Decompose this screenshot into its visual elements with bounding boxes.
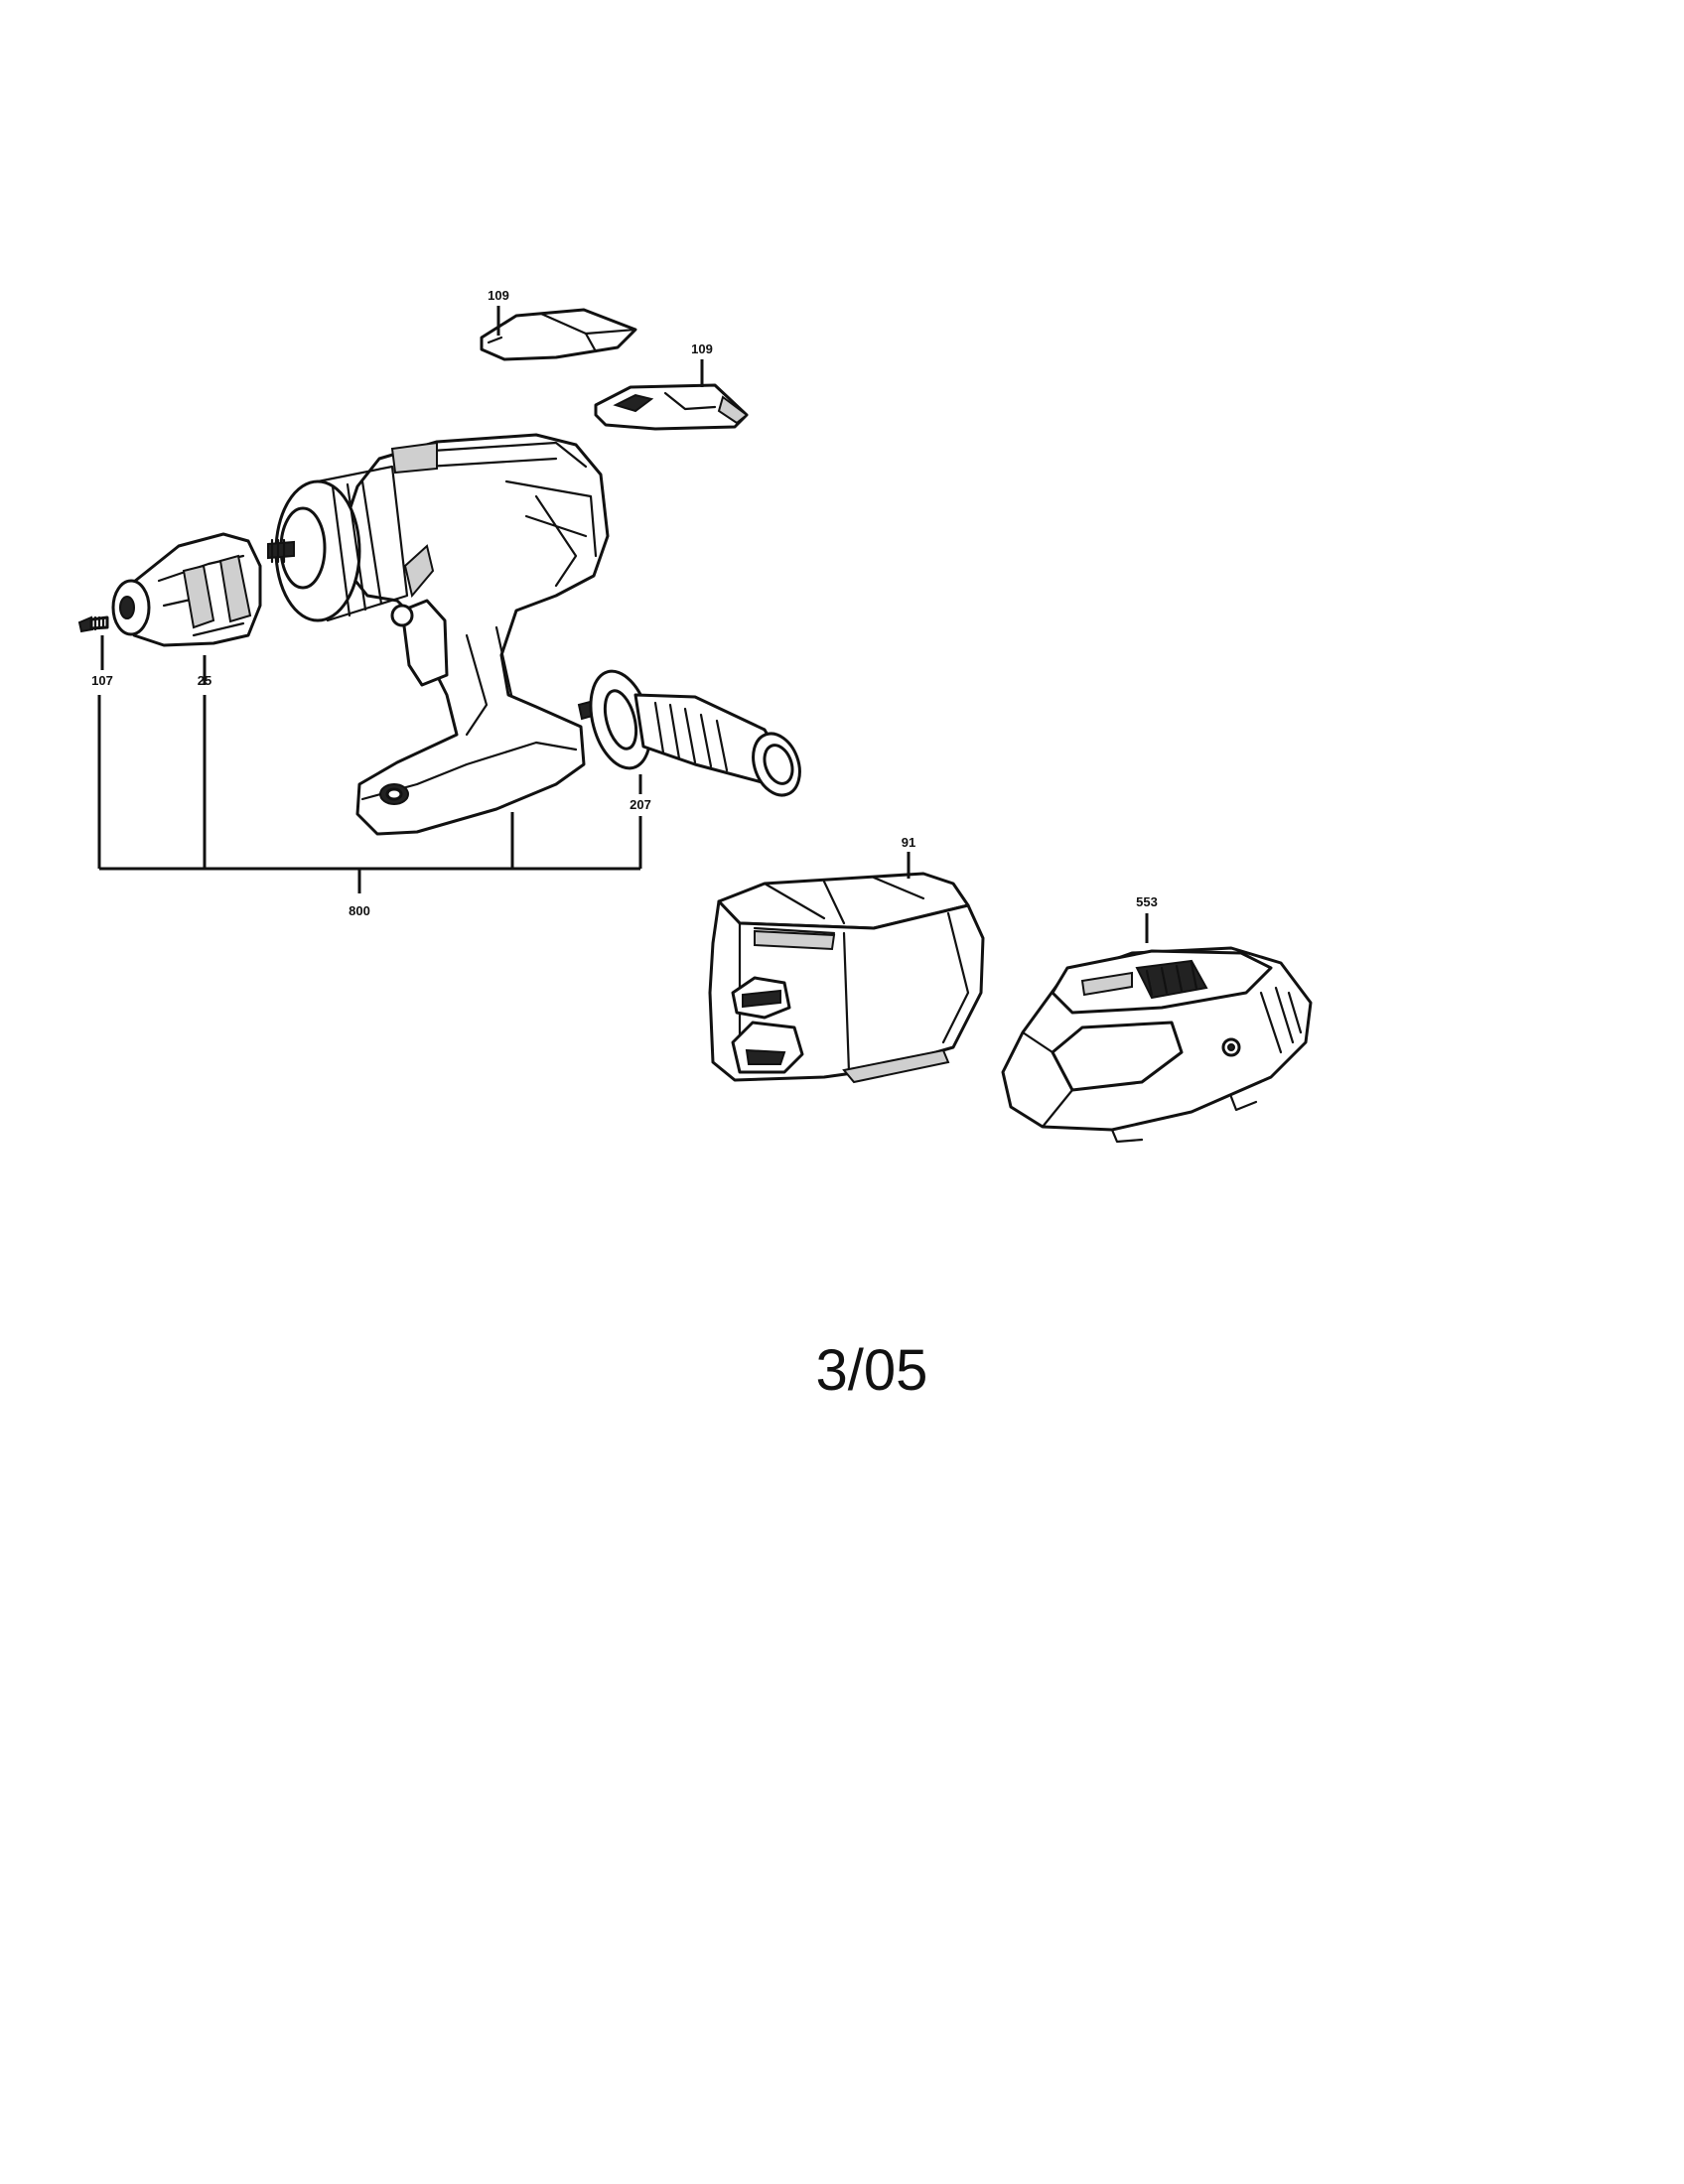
callout-top-cover-upper: 109 [488, 288, 509, 303]
drill-body [267, 433, 610, 836]
chuck [111, 532, 262, 647]
callout-assembly: 800 [349, 903, 370, 918]
top-cover-upper [480, 308, 637, 361]
callout-screw: 107 [91, 673, 113, 688]
screw [77, 615, 109, 633]
callout-chuck: 25 [198, 673, 211, 688]
side-handle [577, 669, 801, 797]
assembly-bracket [97, 695, 642, 893]
callout-side-handle: 207 [630, 797, 651, 812]
top-cover-lower [594, 383, 749, 431]
callout-battery: 91 [902, 835, 915, 850]
charger [1001, 946, 1313, 1144]
date-code: 3/05 [816, 1338, 928, 1403]
callout-top-cover-lower: 109 [691, 341, 713, 356]
battery-pack [708, 872, 985, 1084]
callout-charger: 553 [1136, 894, 1158, 909]
